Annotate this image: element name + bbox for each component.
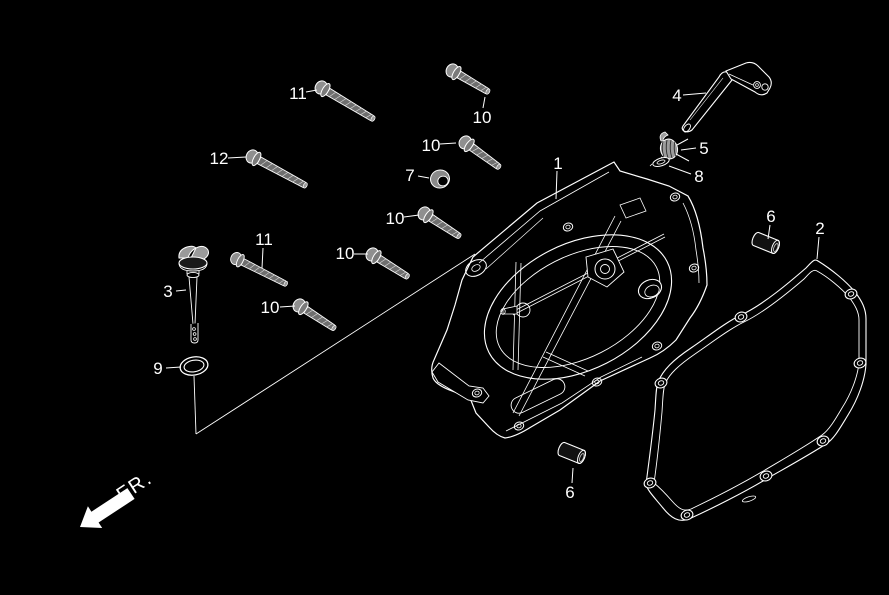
- leader-5: [680, 147, 697, 151]
- leader-10-a: [482, 96, 486, 109]
- callout-10-c: 10: [386, 209, 405, 228]
- callout-4: 4: [672, 86, 681, 105]
- front-arrow-icon: [80, 488, 135, 528]
- leader-10-b: [439, 142, 457, 145]
- callout-2: 2: [815, 219, 824, 238]
- callout-9: 9: [153, 359, 162, 378]
- leader-12: [227, 156, 247, 159]
- leader-11-bottom: [261, 247, 264, 269]
- leader-3: [175, 289, 187, 292]
- leader-7: [417, 175, 430, 179]
- leader-2: [816, 236, 820, 260]
- callout-11-top: 11: [289, 84, 307, 103]
- callout-1: 1: [553, 154, 562, 173]
- leader-10-e: [279, 305, 296, 308]
- callout-3: 3: [163, 282, 172, 301]
- callout-12: 12: [210, 149, 229, 168]
- part-crankcase-cover: [431, 161, 708, 439]
- callout-5: 5: [699, 139, 708, 158]
- part-washer: [649, 157, 670, 167]
- leader-9: [165, 366, 182, 369]
- part-kick-starter-spindle: [681, 61, 772, 133]
- leader-6-bottom: [571, 467, 574, 484]
- part-oil-dipstick: [178, 245, 209, 344]
- leader-lines: [165, 89, 820, 484]
- callout-labels: 1 2 3 4 5 6 6 7 8 9 10 10 10 10 10 11 11…: [153, 84, 824, 502]
- part-seal-ring: [430, 169, 450, 189]
- callout-11-bottom: 11: [255, 230, 273, 249]
- callout-6-top: 6: [766, 207, 775, 226]
- callout-10-b: 10: [422, 136, 441, 155]
- part-cover-gasket: [642, 259, 868, 523]
- leader-10-c: [403, 214, 420, 218]
- part-o-ring: [179, 356, 209, 376]
- callout-10-d: 10: [336, 244, 355, 263]
- leader-8: [668, 165, 692, 175]
- leader-11-top: [305, 89, 318, 93]
- leader-6-top: [767, 224, 771, 240]
- callout-8: 8: [694, 167, 703, 186]
- callout-6-bottom: 6: [565, 483, 574, 502]
- leader-4: [682, 92, 707, 96]
- callout-7: 7: [405, 166, 414, 185]
- projection-lines: [193, 253, 476, 435]
- leader-1: [555, 170, 558, 200]
- callout-10-a: 10: [473, 108, 492, 127]
- callout-10-e: 10: [261, 298, 280, 317]
